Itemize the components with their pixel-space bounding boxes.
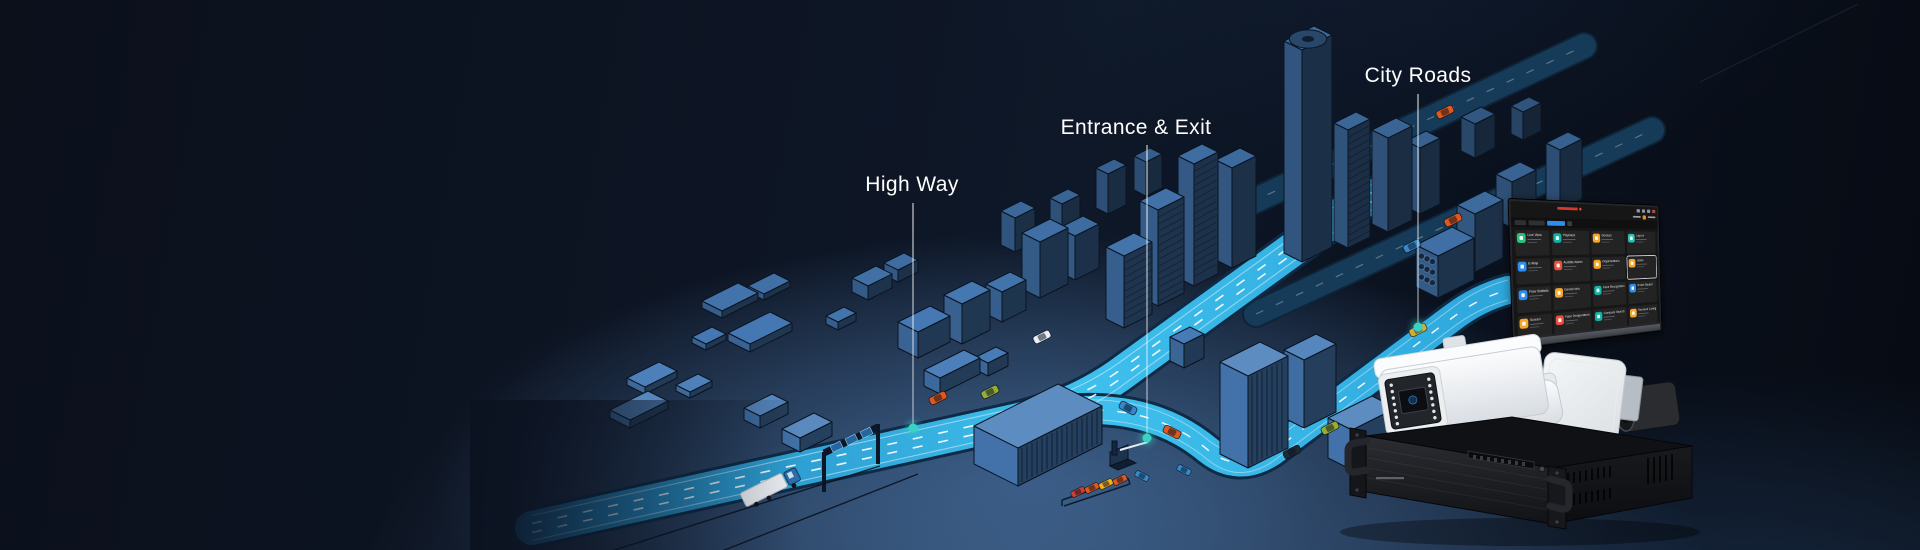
car <box>980 384 1000 400</box>
nvr-handle-right <box>1546 475 1573 513</box>
building <box>701 282 759 319</box>
city-roads-leader-line <box>1417 94 1419 325</box>
ir-led-columns <box>1389 377 1437 426</box>
building <box>1177 143 1219 287</box>
city-roads-label: City Roads <box>1364 64 1472 87</box>
car <box>1134 470 1150 482</box>
building <box>1415 226 1475 299</box>
nvr-button <box>1538 465 1546 473</box>
building <box>1105 232 1153 329</box>
building <box>1095 158 1127 215</box>
road-fade <box>470 400 800 550</box>
building <box>1021 218 1069 299</box>
entrance-exit-label: Entrance & Exit <box>1060 116 1212 139</box>
building <box>1000 200 1036 253</box>
highway-marker-dot <box>908 423 918 433</box>
car <box>1282 444 1302 460</box>
car <box>1320 420 1340 436</box>
building <box>1371 117 1413 233</box>
car <box>1176 464 1192 476</box>
building <box>1215 147 1257 269</box>
highway-label: High Way <box>865 173 959 196</box>
anpr-bullet-camera <box>1373 333 1549 438</box>
car <box>1084 482 1100 494</box>
nvr-handle-left <box>1344 437 1371 476</box>
nvr-model-text <box>1376 477 1404 480</box>
building <box>1333 111 1371 249</box>
entrance-exit-leader-line <box>1146 145 1148 436</box>
car <box>1435 104 1455 120</box>
building <box>1283 333 1337 429</box>
car <box>1443 212 1463 228</box>
building <box>1283 25 1333 263</box>
building <box>1133 147 1163 197</box>
building <box>675 373 713 399</box>
building <box>1510 96 1542 141</box>
building <box>1219 341 1289 469</box>
building <box>923 349 981 395</box>
building <box>1545 131 1583 211</box>
car <box>1118 400 1138 416</box>
building <box>851 265 893 301</box>
nvr-rack-ear-right <box>1547 465 1567 530</box>
car <box>1032 329 1052 345</box>
entrance-exit-marker-dot <box>1142 433 1152 443</box>
building <box>626 361 678 395</box>
product-shadow <box>1340 518 1700 546</box>
highway-gantry <box>822 423 880 492</box>
highway-leader-line <box>912 203 914 425</box>
building <box>1169 326 1205 369</box>
rack-nvr <box>1344 416 1693 530</box>
building <box>973 383 1103 487</box>
car <box>1112 474 1128 486</box>
vehicles-layer <box>928 104 1463 498</box>
building <box>727 311 793 353</box>
building <box>691 326 727 351</box>
building <box>943 280 991 345</box>
car <box>1402 238 1422 254</box>
car <box>928 390 948 406</box>
city-roads-marker-dot <box>1413 322 1423 332</box>
building <box>1460 106 1496 159</box>
car <box>1162 424 1182 440</box>
building <box>825 306 857 331</box>
